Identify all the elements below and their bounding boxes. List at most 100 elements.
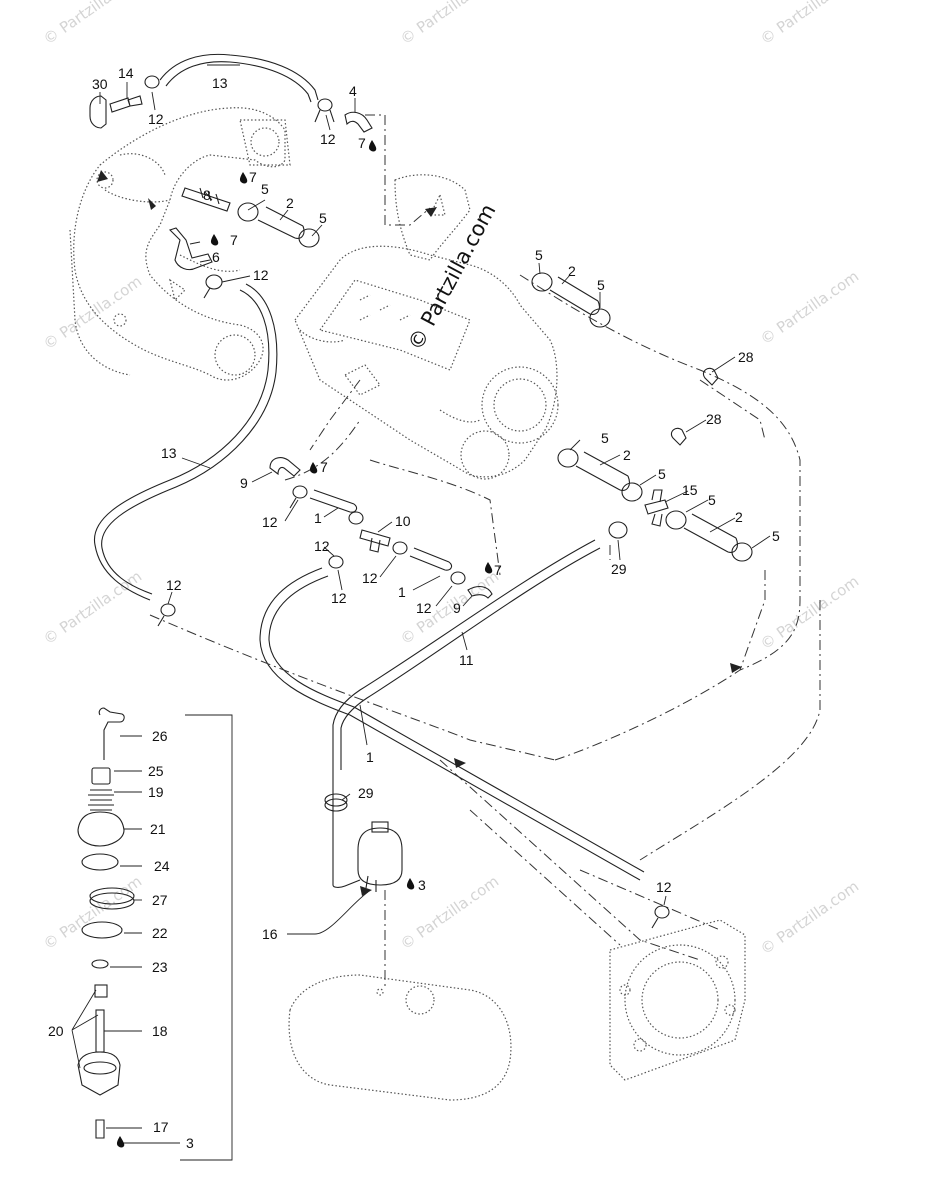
hose-clamp [205, 274, 223, 290]
callout-11: 11 [459, 652, 474, 668]
callout-8: 8 [203, 187, 211, 203]
callout-29: 29 [358, 785, 374, 801]
callout-7: 7 [249, 169, 257, 185]
callout-7: 7 [494, 562, 502, 578]
hose-clamp [731, 542, 753, 562]
cap-part [89, 95, 107, 129]
callout-28: 28 [738, 349, 754, 365]
callout-15: 15 [682, 482, 698, 498]
callout-12: 12 [166, 577, 182, 593]
hose-tube [683, 513, 738, 553]
callout-12: 12 [253, 267, 269, 283]
callout-1: 1 [398, 584, 406, 600]
callout-24: 24 [154, 858, 170, 874]
hoses [93, 53, 645, 888]
sealant-drop-icon [309, 462, 318, 474]
o-ring [91, 959, 109, 969]
fitting-part [95, 1119, 105, 1139]
hose-clamp [589, 308, 611, 328]
ring-part [89, 887, 135, 905]
sealant-drop-icon [484, 562, 493, 574]
callout-12: 12 [320, 131, 336, 147]
callout-labels: 30 14 12 13 4 12 7 7 8 5 2 5 7 6 12 5 2 … [48, 65, 780, 1151]
callout-5: 5 [597, 277, 605, 293]
wire-clip [98, 707, 125, 760]
callout-12: 12 [262, 514, 278, 530]
hose-clamp [608, 521, 628, 539]
hose-clamp [324, 793, 348, 807]
callout-12: 12 [148, 111, 164, 127]
seal-part [94, 984, 108, 998]
callout-6: 6 [212, 249, 220, 265]
hose-tube [309, 489, 358, 513]
elbow-fitting [168, 227, 213, 271]
callout-10: 10 [395, 513, 411, 529]
watermark-center: © Partzilla.com [403, 200, 500, 354]
elbow-fitting [269, 457, 301, 477]
hose-clamp [144, 75, 160, 89]
flow-arrow-icon [730, 663, 742, 673]
sealant-drop-icon [406, 878, 415, 890]
hose-clamp [317, 98, 333, 112]
flow-arrow-icon [425, 207, 437, 217]
callout-9: 9 [453, 600, 461, 616]
exhaust-manifold [69, 107, 291, 381]
dome-cap [77, 811, 125, 847]
callout-30: 30 [92, 76, 108, 92]
callout-23: 23 [152, 959, 168, 975]
callout-7: 7 [358, 135, 366, 151]
sealant-drops [116, 140, 493, 1148]
callout-12: 12 [314, 538, 330, 554]
plug-part [91, 767, 111, 785]
callout-5: 5 [772, 528, 780, 544]
fitting-part [181, 187, 231, 212]
callout-9: 9 [240, 475, 248, 491]
callout-5: 5 [535, 247, 543, 263]
routing-lines [149, 114, 821, 990]
callout-2: 2 [286, 195, 294, 211]
callout-5: 5 [601, 430, 609, 446]
muffler [288, 974, 512, 1101]
callout-4: 4 [349, 83, 357, 99]
hose-tube [409, 547, 453, 571]
jet-pump-housing [609, 919, 746, 1081]
nut-part [81, 853, 119, 871]
callout-12: 12 [416, 600, 432, 616]
spring-part [88, 789, 114, 811]
callout-7: 7 [320, 459, 328, 475]
callout-2: 2 [568, 263, 576, 279]
hose-clamp [237, 202, 259, 222]
hose-clip [670, 427, 687, 446]
hose-clamp [392, 541, 408, 555]
hose-clamp [665, 510, 687, 530]
valve-base [77, 1051, 121, 1096]
engine-block [294, 174, 559, 480]
callout-5: 5 [261, 181, 269, 197]
elbow-fitting [467, 585, 493, 599]
exploded-valve-assembly [71, 707, 233, 1161]
callout-2: 2 [735, 509, 743, 525]
flow-arrow-icon [360, 886, 372, 896]
callout-26: 26 [152, 728, 168, 744]
watermark-tile: © Partzilla.com [40, 567, 145, 648]
coolant-reservoir [357, 821, 403, 892]
hose-clamp [328, 555, 344, 569]
hose-tube [257, 206, 305, 239]
callout-21: 21 [150, 821, 166, 837]
hose-clamp [160, 603, 176, 617]
flow-arrows [97, 170, 742, 896]
callout-12: 12 [656, 879, 672, 895]
callout-2: 2 [623, 447, 631, 463]
tee-fitting [359, 529, 391, 553]
sealant-drop-icon [368, 140, 377, 152]
callout-5: 5 [658, 466, 666, 482]
hose-clamp [298, 228, 320, 248]
hose-clamp [654, 905, 670, 919]
callout-5: 5 [319, 210, 327, 226]
sealant-drop-icon [210, 234, 219, 246]
callout-13: 13 [212, 75, 228, 91]
watermark-tile: © Partzilla.com [397, 567, 502, 648]
callout-17: 17 [153, 1119, 169, 1135]
callout-18: 18 [152, 1023, 168, 1039]
